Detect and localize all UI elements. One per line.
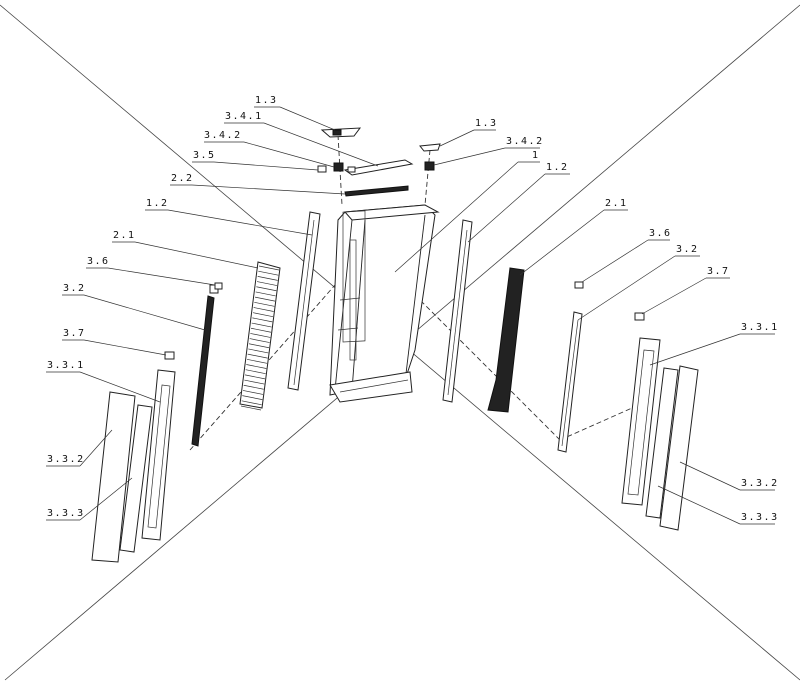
label-3-4-1: 3.4.1 [225, 111, 263, 122]
label-3-3-3-left: 3.3.3 [47, 508, 85, 519]
left-grille-2-1 [239, 261, 281, 411]
right-part-3-7 [634, 312, 645, 321]
label-2-2: 2.2 [171, 173, 194, 184]
grille-slat [249, 338, 270, 343]
grille-slat [248, 348, 269, 354]
left-part-3-6 [214, 282, 223, 290]
grille-slat [240, 405, 262, 411]
label-3-3-2-right: 3.3.2 [741, 478, 779, 489]
grille-slat [242, 395, 263, 400]
label-1-3-right: 1.3 [475, 118, 498, 129]
grille-slat [244, 379, 265, 385]
label-3-2-left: 3.2 [63, 283, 86, 294]
label-3-7-left: 3.7 [63, 328, 86, 339]
grille-slat [256, 286, 277, 292]
grille-slat [255, 291, 276, 297]
grille-slat [257, 276, 278, 281]
right-rail-3-2 [557, 311, 583, 453]
label-3-3-1-right: 3.3.1 [741, 322, 779, 333]
label-3-2-right: 3.2 [676, 244, 699, 255]
grille-slat [244, 374, 266, 380]
grille-slat [252, 317, 273, 323]
label-3-6-left: 3.6 [87, 256, 110, 267]
grille-slat [254, 296, 276, 302]
label-3-3-2-left: 3.3.2 [47, 454, 85, 465]
grille-slat [246, 364, 267, 369]
leader-lines [46, 106, 775, 525]
label-3-3-3-right: 3.3.3 [741, 512, 779, 523]
right-filter-2-1 [487, 267, 525, 413]
right-panel-3-3-2 [659, 365, 699, 531]
label-3-6-right: 3.6 [649, 228, 672, 239]
top-assembly-parts [317, 127, 441, 197]
grille-slat [254, 301, 275, 307]
grille-slat [250, 327, 272, 333]
grille-slat [258, 265, 280, 271]
label-1: 1 [532, 150, 540, 161]
right-side-panel-1-2 [442, 219, 473, 403]
grille-slat [246, 358, 268, 364]
grille-slat [241, 400, 262, 406]
right-part-3-6 [574, 281, 584, 289]
part-labels: 1.3 3.4.1 3.4.2 3.5 2.2 1.2 2.1 3.6 3.2 … [47, 95, 779, 523]
grille-slat [245, 369, 266, 375]
grille-slat [251, 322, 272, 328]
label-3-7-right: 3.7 [707, 266, 730, 277]
main-housing-part-1 [329, 204, 440, 403]
label-1-3-left: 1.3 [255, 95, 278, 106]
left-part-3-7 [164, 351, 175, 360]
grille-slat [242, 390, 264, 395]
grille-slat [243, 384, 264, 390]
left-side-panel-1-2 [287, 211, 321, 391]
label-1-2-right: 1.2 [546, 162, 569, 173]
label-3-3-1-left: 3.3.1 [47, 360, 85, 371]
left-panel-3-3-2 [91, 391, 136, 563]
label-1-2-left: 1.2 [146, 198, 169, 209]
right-panel-3-3-3 [645, 367, 679, 519]
left-rail-3-2 [191, 284, 219, 447]
label-3-4-2-left: 3.4.2 [204, 130, 242, 141]
grille-slat [252, 312, 274, 318]
grille-slat [248, 343, 270, 349]
right-frame-3-3-1 [621, 337, 661, 506]
label-3-5: 3.5 [193, 150, 216, 161]
left-panel-3-3-3 [119, 404, 153, 553]
grille-slat [256, 281, 278, 286]
label-2-1-left: 2.1 [113, 230, 136, 241]
label-2-1-right: 2.1 [605, 198, 628, 209]
grille-slat [253, 307, 274, 312]
grille-slat [258, 270, 279, 276]
left-frame-3-3-1 [141, 369, 176, 541]
label-3-4-2-right: 3.4.2 [506, 136, 544, 147]
grille-slat [250, 333, 271, 338]
grille-slat [247, 353, 268, 359]
